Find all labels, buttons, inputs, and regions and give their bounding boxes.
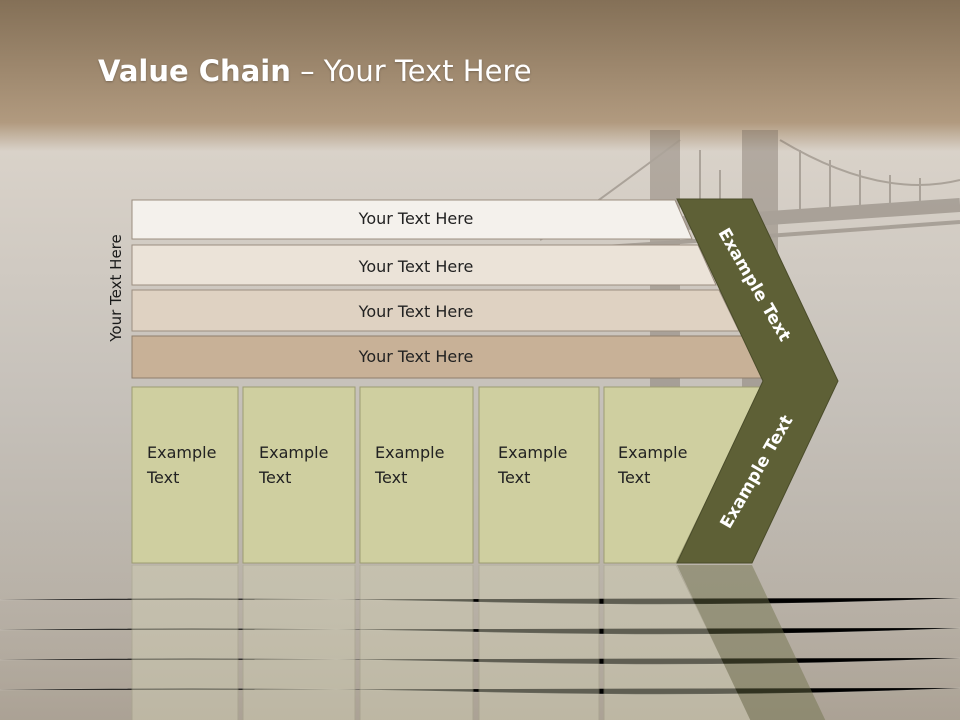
box-4[interactable] <box>478 386 600 564</box>
slide-title: Value Chain – Your Text Here <box>98 54 532 88</box>
title-bold: Value Chain <box>98 54 291 88</box>
box-2-label: Example Text <box>259 443 329 487</box>
reflection <box>0 565 960 720</box>
chevron-arrow[interactable] <box>676 198 839 564</box>
box-1-label: Example Text <box>147 443 217 487</box>
box-1[interactable] <box>131 386 239 564</box>
bar-2-label: Your Text Here <box>358 257 474 276</box>
box-3[interactable] <box>359 386 474 564</box>
box-2[interactable] <box>242 386 356 564</box>
bar-1-label: Your Text Here <box>358 209 474 228</box>
box-4-label: Example Text <box>498 443 568 487</box>
reflection-shapes <box>131 565 838 720</box>
box-3-label: Example Text <box>375 443 445 487</box>
box-5-label: Example Text <box>618 443 688 487</box>
bar-4-label: Your Text Here <box>358 347 474 366</box>
title-rest: – Your Text Here <box>290 54 532 88</box>
bar-3-label: Your Text Here <box>358 302 474 321</box>
bar-2[interactable] <box>131 244 717 286</box>
box-5[interactable] <box>603 386 763 564</box>
bar-1[interactable] <box>131 199 693 240</box>
